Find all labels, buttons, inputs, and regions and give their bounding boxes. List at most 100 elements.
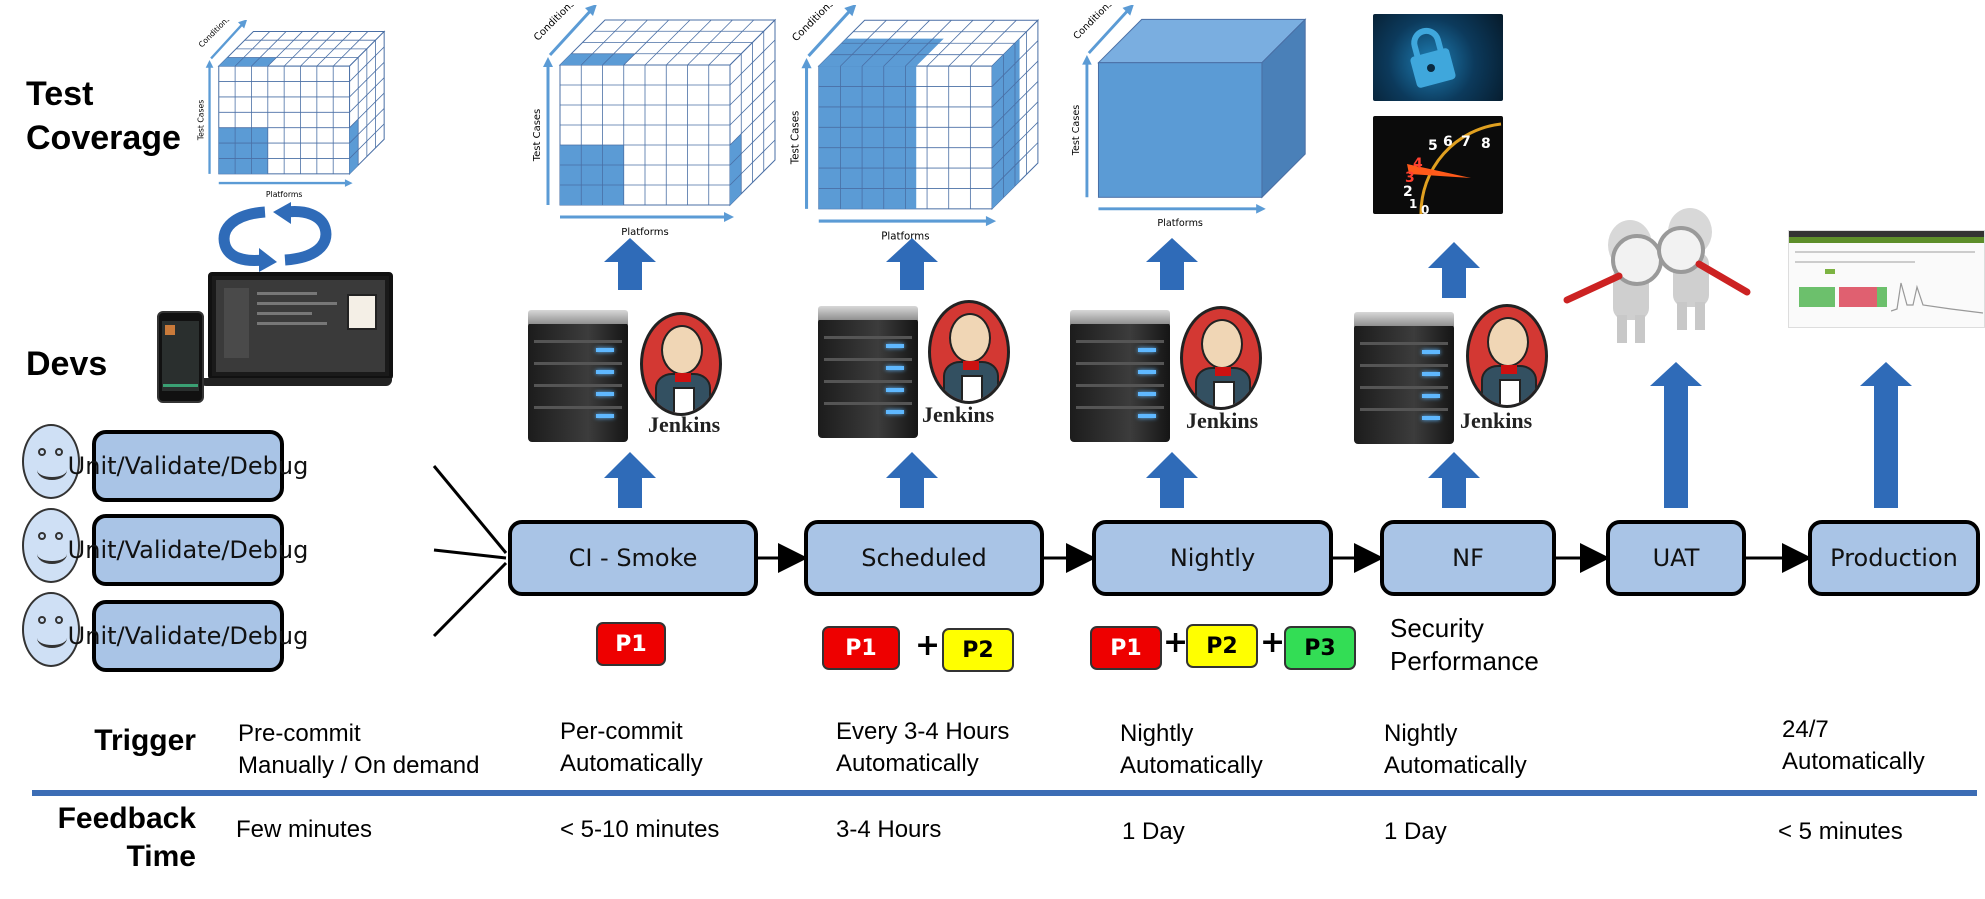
trigger-line1: Per-commit	[560, 718, 683, 745]
dev-task-label: Unit/Validate/Debug	[67, 622, 309, 650]
gauge-number: 6	[1443, 134, 1453, 150]
divider-line	[32, 790, 1977, 796]
feedback-production: < 5 minutes	[1778, 818, 1903, 845]
feedback-nightly: 1 Day	[1122, 818, 1185, 845]
dev-task-box-2[interactable]: Unit/Validate/Debug	[68, 514, 308, 586]
nf-note-security: Security	[1390, 613, 1484, 643]
label-test-coverage: Test Coverage	[26, 72, 196, 160]
priority-badge-p1: P1	[1090, 626, 1162, 670]
coverage-fill-side	[992, 38, 1020, 209]
coverage-fill-side	[349, 119, 359, 174]
trigger-line2: Automatically	[1120, 752, 1263, 779]
grid-line	[729, 139, 776, 186]
axis-label-conditions: Conditions	[197, 20, 232, 49]
dev-task-label: Unit/Validate/Debug	[67, 452, 309, 480]
stage-nightly[interactable]: Nightly	[1092, 520, 1333, 596]
label-devs: Devs	[26, 345, 108, 383]
up-arrow-nf-lower	[1428, 452, 1480, 508]
phone-icon	[157, 311, 204, 403]
priority-badge-p1: P1	[596, 622, 666, 666]
axis-conditions	[210, 21, 246, 60]
speedometer-icon: 6 7 8 5 4 3 2 1 0	[1403, 122, 1502, 214]
grid-line	[349, 108, 385, 144]
trigger-line1: 24/7	[1782, 716, 1829, 743]
feedback-devs: Few minutes	[236, 816, 373, 843]
trigger-line2: Automatically	[1384, 752, 1527, 779]
row-label-time: Time	[126, 840, 196, 873]
grid-line	[729, 59, 776, 106]
up-arrow-ci-upper	[604, 238, 656, 290]
axis-label-platforms: Platforms	[621, 227, 668, 238]
trigger-line1: Pre-commit	[238, 720, 361, 747]
trigger-line2: Automatically	[836, 750, 979, 777]
coverage-fill-front	[218, 127, 268, 174]
tester-figure-left	[1563, 220, 1663, 343]
cube-front-face	[1097, 62, 1263, 198]
axis-label-test-cases: Test Cases	[532, 109, 543, 163]
grid-line	[729, 119, 776, 166]
grid-line	[991, 60, 1039, 108]
laptop-base	[200, 378, 392, 386]
gauge-number: 7	[1461, 134, 1471, 150]
lock-icon	[1410, 27, 1456, 88]
up-arrow-sched-lower	[886, 452, 938, 508]
connector-dev2	[433, 548, 507, 560]
dev-task-box-1[interactable]: Unit/Validate/Debug	[68, 430, 308, 502]
cube-grid	[1097, 18, 1307, 199]
coverage-fill-side	[730, 133, 742, 205]
server-icon	[1070, 310, 1170, 442]
priority-badge-p2: P2	[1186, 624, 1258, 668]
dev-task-label: Unit/Validate/Debug	[67, 536, 309, 564]
feedback-nf: 1 Day	[1384, 818, 1447, 845]
stage-uat[interactable]: UAT	[1606, 520, 1746, 596]
stage-label: Scheduled	[861, 544, 987, 572]
row-label-feedback-time: Feedback Time	[20, 800, 196, 876]
jenkins-logo-icon	[1466, 304, 1548, 408]
grid-line	[991, 40, 1039, 87]
stage-scheduled[interactable]: Scheduled	[804, 520, 1044, 596]
axis-label-platforms: Platforms	[266, 190, 302, 198]
coverage-fill-front	[560, 145, 624, 205]
up-arrow-uat	[1650, 362, 1702, 508]
axis-label-platforms: Platforms	[881, 231, 929, 240]
jenkins-label: Jenkins	[1186, 408, 1259, 433]
uat-testers-magnifier-image	[1563, 208, 1751, 343]
grid-line	[991, 81, 1039, 128]
coverage-fill-front	[818, 66, 917, 209]
grid-line	[729, 79, 776, 126]
grid-line	[729, 99, 776, 146]
nf-notes: Security Performance	[1390, 612, 1539, 678]
stage-production[interactable]: Production	[1808, 520, 1980, 596]
axis-conditions	[1087, 6, 1132, 55]
connector-dev1	[432, 465, 508, 554]
developer-avatar-2	[22, 508, 80, 583]
feedback-scheduled: 3-4 Hours	[836, 816, 942, 843]
trigger-line1: Every 3-4 Hours	[836, 718, 1010, 745]
up-arrow-nightly-upper	[1146, 238, 1198, 290]
grid-line	[349, 123, 385, 159]
gauge-number: 0	[1421, 203, 1429, 214]
axis-label-test-cases: Test Cases	[1071, 105, 1082, 157]
axis-conditions	[807, 7, 854, 57]
tester-figure-right	[1657, 208, 1751, 330]
plus-sign: +	[1260, 625, 1286, 660]
jenkins-label: Jenkins	[922, 402, 995, 427]
stage-ci-smoke[interactable]: CI - Smoke	[508, 520, 758, 596]
jenkins-label: Jenkins	[648, 412, 721, 437]
stage-nf[interactable]: NF	[1380, 520, 1556, 596]
axis-label-platforms: Platforms	[1157, 218, 1203, 229]
grid-line	[991, 101, 1039, 148]
up-arrow-nightly-lower	[1146, 452, 1198, 508]
server-icon	[818, 306, 918, 438]
grid-line	[729, 39, 776, 86]
label-test-coverage-text: Test Coverage	[26, 75, 181, 157]
stage-label: CI - Smoke	[568, 544, 698, 572]
dev-task-box-3[interactable]: Unit/Validate/Debug	[68, 600, 308, 672]
plus-sign: +	[1163, 625, 1189, 660]
